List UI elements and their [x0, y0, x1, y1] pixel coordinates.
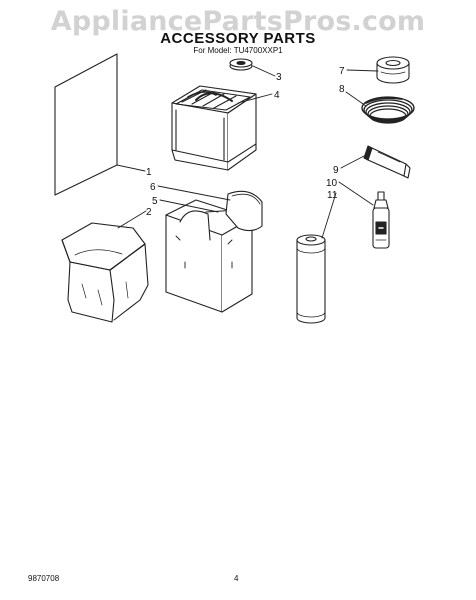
callout-2: 2: [146, 207, 152, 218]
document-number: 9870708: [28, 574, 60, 583]
callout-8: 8: [339, 84, 345, 95]
watermark: AppliancePartsPros.com: [50, 6, 426, 37]
part-2-bag: [61, 222, 149, 323]
part-4-caddy: [171, 85, 257, 171]
callout-5: 5: [152, 196, 158, 207]
model-subtitle: For Model: TU4700XXP1: [193, 46, 283, 55]
leader-lines: [116, 65, 379, 239]
callout-labels: 1 2 3 4 5 6 7 8 9 10 11: [146, 66, 345, 218]
part-10-small-bottle: [372, 191, 390, 249]
part-3-washer: [229, 58, 253, 71]
callout-9: 9: [333, 165, 339, 176]
callout-7: 7: [339, 66, 345, 77]
callout-3: 3: [276, 72, 282, 83]
part-9-tube: [363, 145, 411, 179]
part-1-manual: [54, 53, 118, 196]
callout-4: 4: [274, 90, 280, 101]
callout-6: 6: [150, 182, 156, 193]
callout-1: 1: [146, 167, 152, 178]
callout-10: 10: [326, 178, 338, 189]
page-number: 4: [234, 574, 239, 583]
page-title: ACCESSORY PARTS: [160, 30, 316, 47]
part-8-coiled-cord: [361, 96, 415, 124]
part-7-tape-roll: [376, 56, 410, 84]
callout-11: 11: [327, 190, 338, 201]
part-6-filter: [225, 190, 263, 232]
part-11-aerosol-can: [296, 234, 326, 324]
